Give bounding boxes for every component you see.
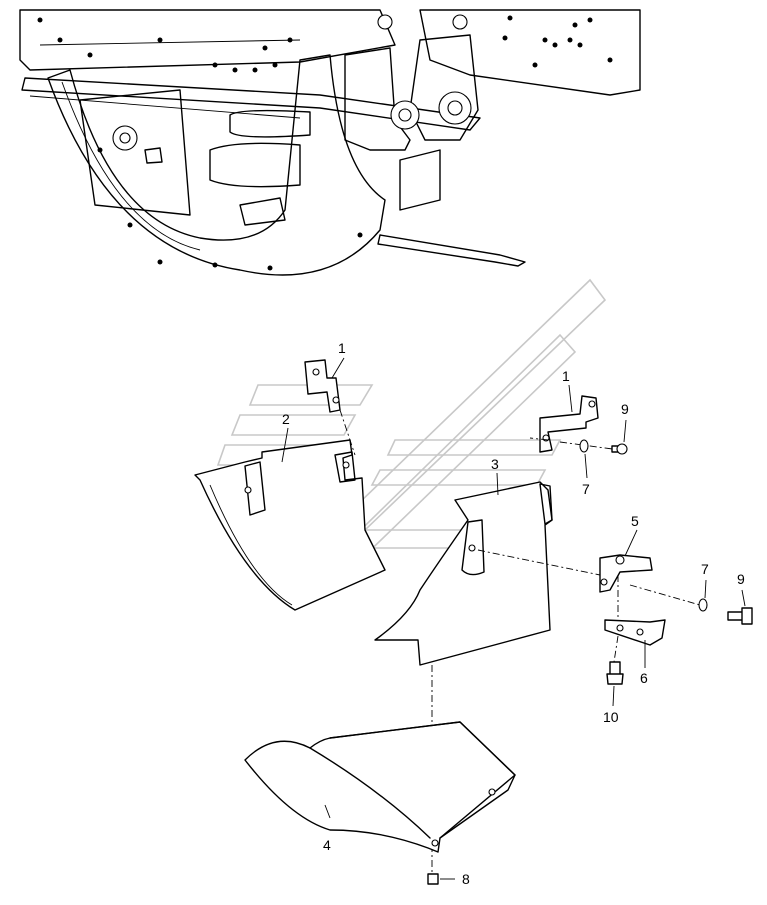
skid-plate-part-4 — [244, 721, 516, 853]
callout-5: 5 — [631, 513, 639, 529]
callout-1-left: 1 — [338, 340, 346, 356]
washer-7-lower — [698, 598, 708, 612]
bolt-9-upper — [611, 443, 628, 455]
callout-9-lower: 9 — [737, 571, 745, 587]
callout-2: 2 — [282, 411, 290, 427]
callout-6: 6 — [640, 670, 648, 686]
guard-part-3 — [374, 481, 553, 666]
callout-1-right: 1 — [562, 368, 570, 384]
callout-10: 10 — [603, 709, 619, 725]
callout-3: 3 — [491, 456, 499, 472]
guard-part-2 — [194, 439, 386, 611]
callout-7-upper: 7 — [582, 481, 590, 497]
bolt-10 — [606, 661, 624, 685]
callout-4: 4 — [323, 837, 331, 853]
mount-bracket-6 — [604, 619, 666, 646]
bracket-right — [539, 395, 599, 453]
callout-9-upper: 9 — [621, 401, 629, 417]
callout-7-lower: 7 — [701, 561, 709, 577]
frame-holes — [37, 15, 613, 271]
bolt-9-lower — [727, 607, 753, 625]
callout-labels: 1 1 2 3 4 5 6 7 7 8 9 9 10 — [282, 340, 745, 887]
nut-8 — [427, 873, 439, 885]
chassis-frame-assembly — [19, 9, 641, 276]
callout-leaders — [281, 357, 746, 880]
callout-8: 8 — [462, 871, 470, 887]
mount-bracket-5 — [599, 554, 653, 593]
washer-7-upper — [579, 439, 589, 453]
